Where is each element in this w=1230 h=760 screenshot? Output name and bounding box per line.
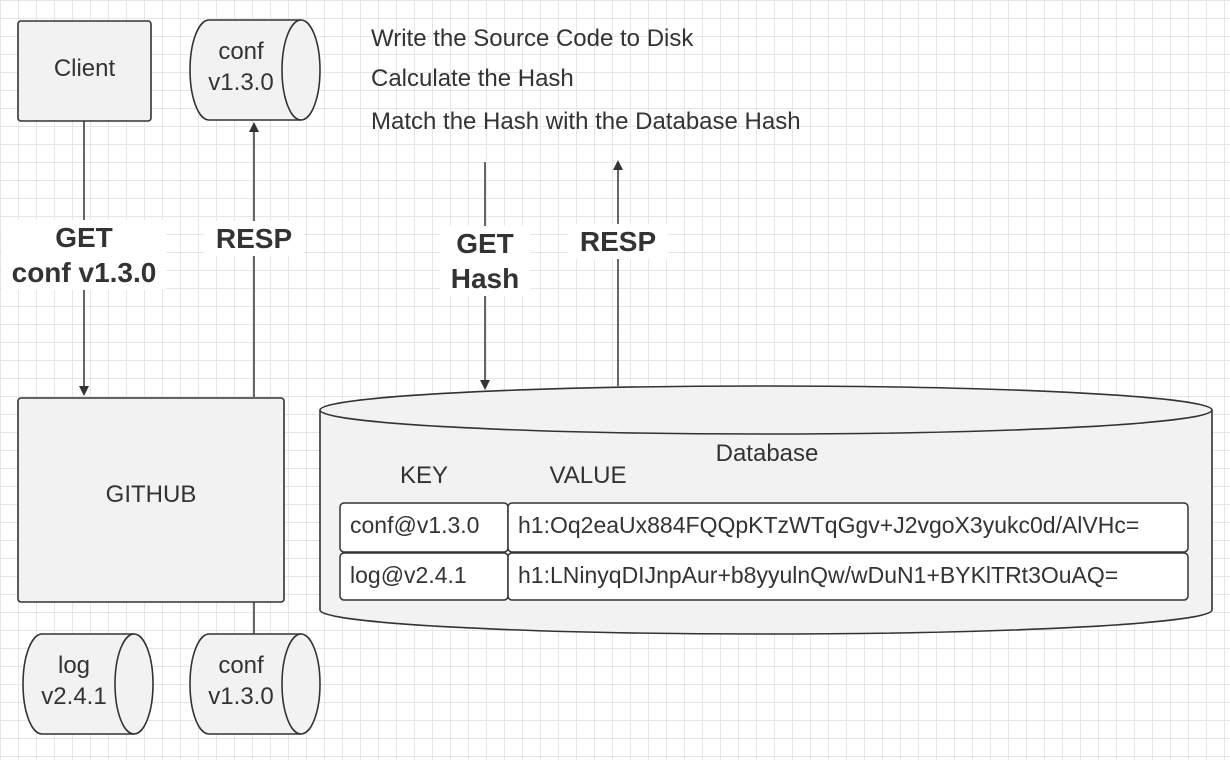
conf-store-cylinder[interactable] <box>189 633 321 735</box>
conf-store-name: conf <box>218 652 264 679</box>
get-hash-target: Hash <box>450 263 520 294</box>
log-store-name: log <box>57 652 91 679</box>
step-match-hash: Match the Hash with the Database Hash <box>371 108 801 135</box>
step-calculate-hash: Calculate the Hash <box>371 65 574 92</box>
client-label: Client <box>53 55 116 82</box>
db-row-1-value: h1:Oq2eaUx884FQQpKTzWTqGgv+J2vgoX3yukc0d… <box>518 512 1140 538</box>
client-box[interactable] <box>17 20 152 122</box>
db-value-cell-2 <box>507 552 1189 601</box>
conf-top-name: conf <box>218 38 264 65</box>
step-write-source: Write the Source Code to Disk <box>371 25 694 52</box>
database-title: Database <box>715 440 819 467</box>
resp-hash-label: RESP <box>568 224 668 259</box>
resp-conf-label: RESP <box>204 221 304 256</box>
db-row-2-value: h1:LNinyqDIJnpAur+b8yyulnQw/wDuN1+BYKlTR… <box>518 562 1119 588</box>
log-store-cylinder[interactable] <box>22 633 154 735</box>
conf-top-cylinder[interactable] <box>189 19 321 121</box>
github-box[interactable] <box>17 397 285 603</box>
get-hash-verb: GET <box>456 228 514 259</box>
conf-top-version: v1.3.0 <box>208 68 274 96</box>
db-value-cell-1 <box>507 502 1189 553</box>
conf-store-label: conf v1.3.0 <box>190 651 292 712</box>
github-label: GITHUB <box>105 481 197 508</box>
db-row-1-key: conf@v1.3.0 <box>350 512 480 538</box>
conf-store-version: v1.3.0 <box>208 682 274 710</box>
get-conf-verb: GET <box>55 222 113 253</box>
conf-top-label: conf v1.3.0 <box>190 37 292 98</box>
db-column-key: KEY <box>399 462 449 489</box>
get-hash-label: GET Hash <box>440 226 530 296</box>
get-conf-label: GET conf v1.3.0 <box>2 220 166 290</box>
db-column-value: VALUE <box>549 462 627 489</box>
get-conf-target: conf v1.3.0 <box>11 257 157 288</box>
log-store-label: log v2.4.1 <box>23 651 125 712</box>
db-row-2-key: log@v2.4.1 <box>350 562 467 588</box>
log-store-version: v2.4.1 <box>41 682 107 710</box>
